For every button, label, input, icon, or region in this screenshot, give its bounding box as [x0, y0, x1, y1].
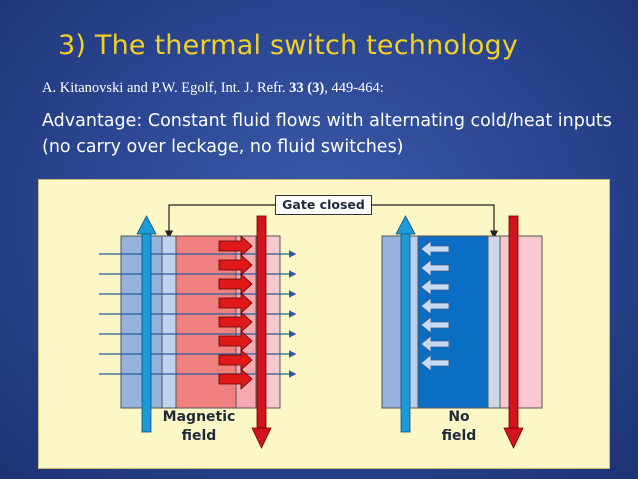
slide-title: 3) The thermal switch technology	[58, 30, 519, 61]
reference-pages: , 449-464:	[324, 80, 384, 96]
diagram-graphic	[99, 204, 543, 449]
advantage-text: Advantage: Constant fluid flows with alt…	[42, 111, 612, 157]
magnetic-field-label-line1: Magnetic	[162, 409, 236, 425]
demagnetized-unit	[381, 215, 543, 449]
left-cold-flow-arrow	[136, 215, 157, 433]
magnetic-field-label: Magnetic field	[149, 408, 249, 446]
left-hot-flow-arrow	[251, 215, 272, 449]
magnetic-field-label-line2: field	[181, 428, 217, 444]
no-field-label: No field	[424, 408, 494, 446]
gate-connector	[164, 204, 499, 239]
reference-authors: A. Kitanovski and P.W. Egolf, Int. J. Re…	[42, 80, 286, 96]
right-hot-plate-inner	[487, 235, 501, 409]
reference-volume: 33 (3)	[289, 80, 325, 96]
magnetized-unit	[99, 215, 297, 449]
right-cold-flow-arrow	[395, 215, 416, 433]
reference-line: A. Kitanovski and P.W. Egolf, Int. J. Re…	[42, 80, 384, 97]
cold-to-core-arrows	[420, 240, 450, 372]
heat-to-hot-arrows	[218, 235, 253, 390]
right-hot-flow-arrow	[503, 215, 524, 449]
no-field-label-line1: No	[448, 409, 470, 425]
right-hot-plate	[499, 235, 543, 409]
no-field-label-line2: field	[441, 428, 477, 444]
gate-closed-label: Gate closed	[275, 195, 372, 215]
thermal-switch-diagram: Gate closed Magnetic field No field	[38, 179, 610, 469]
left-cold-plate-inner	[161, 235, 177, 409]
